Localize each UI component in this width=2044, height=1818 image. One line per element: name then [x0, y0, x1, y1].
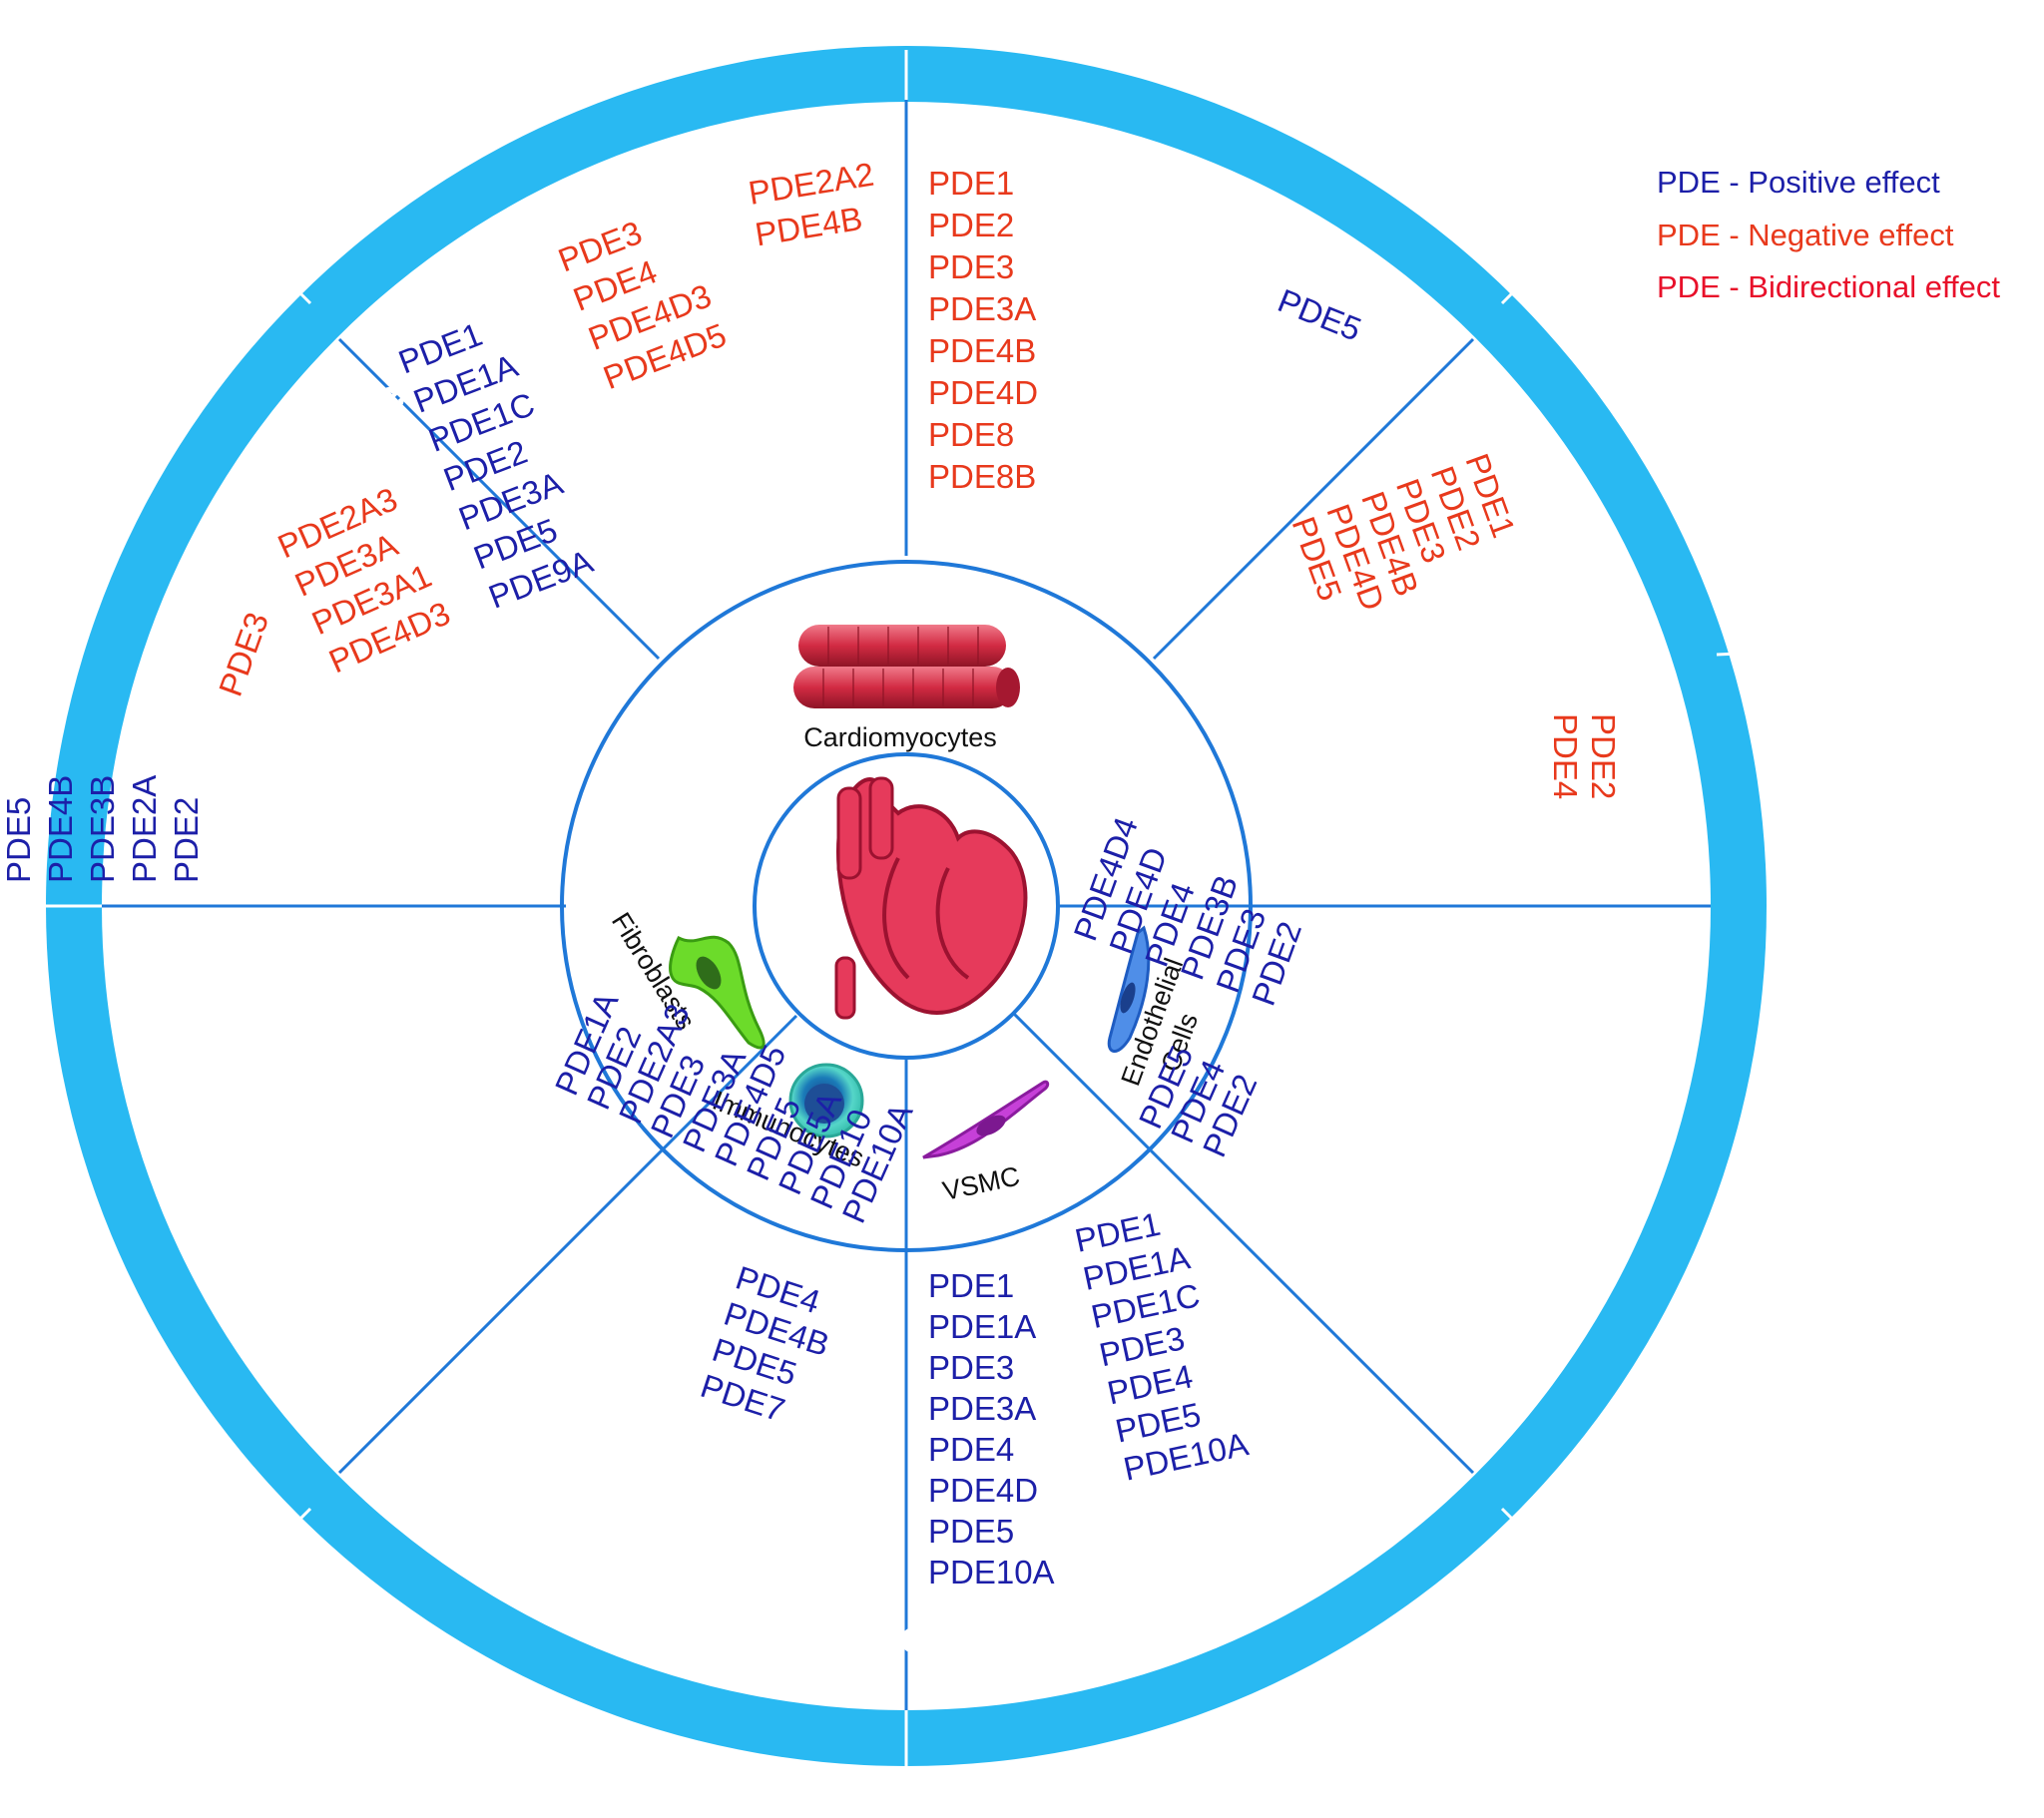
ring-separators [46, 50, 1816, 1766]
legend-positive: PDE - Positive effect [1657, 165, 1940, 200]
pde-item: PDE4B [42, 775, 79, 883]
pde-item: PDE4 [928, 1431, 1014, 1468]
legend: PDE - Positive effect PDE - Negative eff… [1657, 165, 2000, 304]
pde-item: PDE2 [928, 207, 1014, 243]
pde-item: PDE2A [126, 775, 163, 883]
legend-negative: PDE - Negative effect [1657, 218, 1954, 252]
pde-item: PDE3A [928, 290, 1036, 327]
pde-list: PDE2PDE4 [1547, 713, 1622, 799]
fibroblast-illustration [669, 935, 766, 1050]
pde-item: PDE4D [928, 374, 1038, 411]
pde-item: PDE5 [0, 797, 37, 883]
pde-list: PDE1APDE2PDE2A3PDE3PDE3APDE4D5PDE5PDE5AP… [548, 969, 921, 1228]
pde-item: PDE1 [928, 165, 1014, 202]
sector-dividers [102, 100, 1711, 1710]
pde-item: PDE4D [928, 1472, 1038, 1509]
cell-label-cardiomyocytes: Cardiomyocytes [803, 722, 997, 752]
heart-icon [834, 776, 1028, 1020]
pde-group-fibrosis-pos: PDE1APDE2PDE2A3PDE3PDE3APDE4D5PDE5PDE5AP… [548, 969, 921, 1228]
pde-item: PDE8 [928, 416, 1014, 453]
pde-lists: PDE1PDE1APDE1CPDE2PDE3APDE5PDE9APDE3PDE4… [0, 156, 1622, 1591]
pde-item: PDE3B [84, 775, 121, 883]
pde-item: PDE1 [928, 1267, 1014, 1304]
pde-item: PDE3 [928, 248, 1014, 285]
pde-item: PDE1A [928, 1308, 1036, 1345]
pde-group-contraction-neg: PDE1PDE2PDE3PDE4BPDE4DPDE5 [1285, 449, 1531, 628]
pde-item: PDE8B [928, 458, 1036, 495]
pde-item: PDE4 [1547, 713, 1584, 799]
pde-item: PDE5 [928, 1513, 1014, 1550]
pde-item: PDE2 [1585, 713, 1622, 799]
pde-list: PDE1PDE1APDE1CPDE3PDE4PDE5PDE10A [1072, 1196, 1252, 1487]
vsmc-illustration [922, 1080, 1050, 1159]
cardiomyocytes-illustration [793, 625, 1020, 708]
immunocyte-illustration [788, 1063, 864, 1138]
pde-item: PDE10A [928, 1554, 1055, 1591]
pde-item: PDE3 [928, 1349, 1014, 1386]
legend-bidirectional: PDE - Bidirectional effect [1657, 269, 2000, 304]
pde-item: PDE3A [928, 1390, 1036, 1427]
pde-list: PDE2PDE2APDE3BPDE4BPDE5 [0, 775, 205, 883]
pde-item: PDE2 [168, 797, 205, 883]
pde-item: PDE4B [928, 332, 1036, 369]
pde-group-celldeath-pos: PDE2PDE2APDE3BPDE4BPDE5 [0, 775, 205, 883]
pde-group-metabolism-neg: PDE2PDE4 [1547, 713, 1622, 799]
endothelial-illustration [1107, 925, 1151, 1053]
pde-list: PDE1PDE2PDE3PDE4BPDE4DPDE5 [1285, 449, 1531, 628]
pde-group-vsmc-remodeling-pos: PDE1PDE1APDE1CPDE3PDE4PDE5PDE10A [1072, 1196, 1252, 1488]
